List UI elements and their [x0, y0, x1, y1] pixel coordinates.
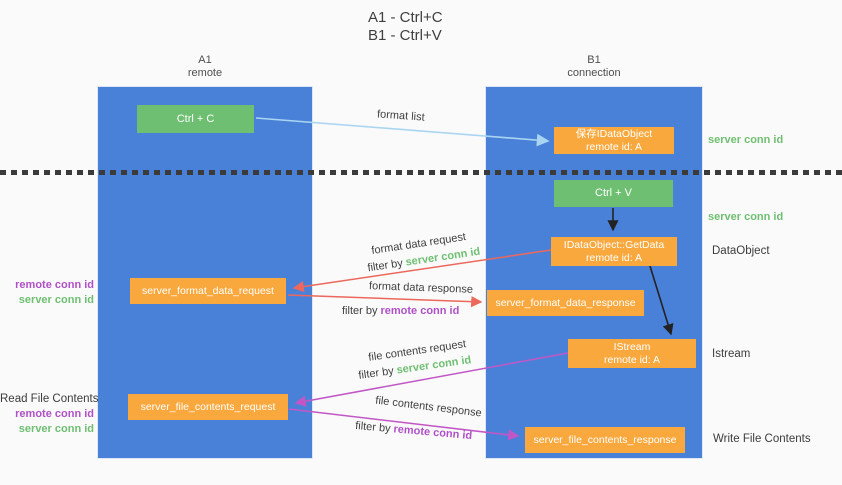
filter-by-text: filter by: [342, 305, 378, 317]
node-ctrl-c-label: Ctrl + C: [176, 112, 215, 125]
node-server-format-data-request: server_format_data_request: [130, 278, 286, 304]
node-save-dataobject: 保存IDataObject remote id: A: [554, 127, 674, 154]
lifeline-b1-role: connection: [567, 67, 621, 79]
node-save-dataobject-line2: remote id: A: [585, 140, 643, 153]
lifeline-a1-name: A1: [198, 54, 212, 66]
node-server-format-data-response: server_format_data_response: [487, 290, 644, 316]
annotation-write-file-contents: Write File Contents: [713, 433, 811, 445]
annotation-server-conn-id-top: server conn id: [708, 134, 784, 146]
lifeline-a1-role: remote: [187, 67, 223, 79]
annotation-dataobject: DataObject: [712, 245, 770, 257]
node-server-format-data-request-label: server_format_data_request: [142, 284, 274, 297]
annotation-server-conn-id-1: server conn id: [18, 293, 94, 306]
arrow-format-data-request: [292, 249, 552, 293]
title-line-2: B1 - Ctrl+V: [368, 27, 442, 44]
label-filter-by-remote-conn-id-1: filter by remote conn id: [342, 305, 459, 317]
node-server-format-data-response-label: server_format_data_response: [495, 296, 636, 309]
node-istream-line1: IStream: [613, 340, 651, 353]
node-getdata: IDataObject::GetData remote id: A: [551, 237, 677, 266]
node-save-dataobject-line1: 保存IDataObject: [575, 127, 653, 140]
annotation-conn-ids-file: remote conn id server conn id: [0, 407, 94, 436]
node-istream: IStream remote id: A: [568, 339, 696, 368]
annotation-conn-ids-format: remote conn id server conn id: [0, 278, 94, 307]
annotation-server-conn-id-mid: server conn id: [708, 211, 784, 223]
node-getdata-line1: IDataObject::GetData: [563, 238, 665, 251]
annotation-server-conn-id-2: server conn id: [18, 422, 94, 435]
arrow-file-contents-response: [288, 408, 520, 441]
diagram-title: A1 - Ctrl+C B1 - Ctrl+V: [368, 9, 443, 45]
remote-conn-id-text: remote conn id: [380, 305, 460, 317]
node-ctrl-v-label: Ctrl + V: [595, 187, 632, 199]
lifeline-header-b1: B1 connection: [485, 54, 703, 80]
lifeline-header-a1: A1 remote: [97, 54, 313, 80]
annotation-remote-conn-id-2: remote conn id: [15, 408, 94, 420]
lifeline-b1-name: B1: [587, 54, 601, 66]
arrow-getdata-to-istream: [649, 265, 674, 336]
node-server-file-contents-request-label: server_file_contents_request: [140, 400, 276, 413]
arrow-format-list: [255, 117, 550, 147]
title-line-1: A1 - Ctrl+C: [368, 9, 443, 26]
node-istream-line2: remote id: A: [603, 353, 661, 366]
node-server-file-contents-response: server_file_contents_response: [525, 427, 685, 453]
node-ctrl-v: Ctrl + V: [554, 180, 673, 207]
annotation-istream: Istream: [712, 348, 751, 360]
node-server-file-contents-response-label: server_file_contents_response: [533, 433, 677, 446]
node-ctrl-c: Ctrl + C: [137, 105, 254, 133]
node-getdata-line2: remote id: A: [585, 251, 643, 264]
session-separator-dotted-line: [0, 170, 842, 175]
node-server-file-contents-request: server_file_contents_request: [128, 394, 288, 420]
annotation-read-file-contents: Read File Contents: [0, 393, 99, 405]
annotation-remote-conn-id-1: remote conn id: [15, 279, 94, 291]
arrow-format-data-response: [287, 294, 483, 308]
arrow-file-contents-request: [294, 352, 569, 407]
